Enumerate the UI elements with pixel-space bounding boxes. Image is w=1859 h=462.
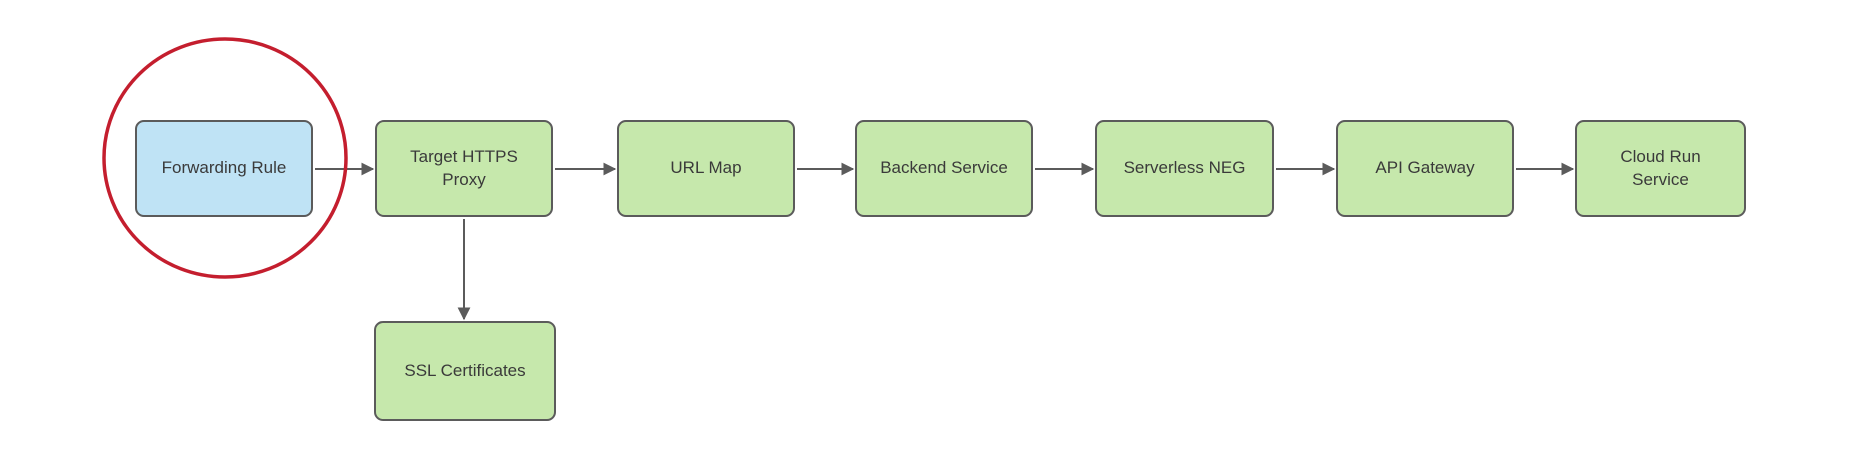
node-forwarding-rule-label: Forwarding Rule xyxy=(161,158,287,178)
node-backend-service-label: Backend Service xyxy=(880,158,1008,178)
node-serverless-neg[interactable]: Serverless NEG xyxy=(1095,120,1274,217)
node-serverless-neg-label: Serverless NEG xyxy=(1123,158,1246,178)
node-cloud-run-service-label: Cloud Run Service xyxy=(1620,147,1701,189)
node-backend-service[interactable]: Backend Service xyxy=(855,120,1033,217)
node-url-map-label: URL Map xyxy=(670,158,742,178)
node-target-https-proxy-label: Target HTTPS Proxy xyxy=(410,147,518,189)
node-ssl-certificates-label: SSL Certificates xyxy=(404,360,526,380)
node-url-map[interactable]: URL Map xyxy=(617,120,795,217)
node-target-https-proxy[interactable]: Target HTTPS Proxy xyxy=(375,120,553,217)
node-cloud-run-service[interactable]: Cloud Run Service xyxy=(1575,120,1746,217)
node-forwarding-rule[interactable]: Forwarding Rule xyxy=(135,120,313,217)
node-api-gateway-label: API Gateway xyxy=(1375,158,1475,178)
node-api-gateway[interactable]: API Gateway xyxy=(1336,120,1514,217)
node-ssl-certificates[interactable]: SSL Certificates xyxy=(374,321,556,421)
